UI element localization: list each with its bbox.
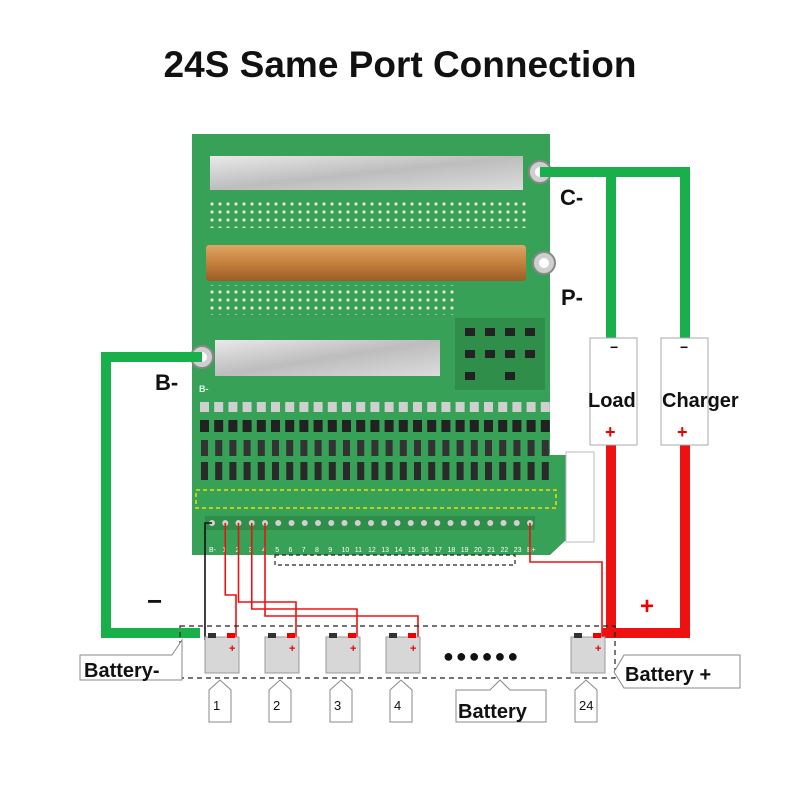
pin-label: 10 xyxy=(342,547,350,554)
cell-plus: + xyxy=(410,643,416,655)
pin-label: 6 xyxy=(289,547,293,554)
pin-label: 19 xyxy=(461,547,469,554)
pin-label: 8 xyxy=(315,547,319,554)
battery-group-callout: Battery xyxy=(455,679,547,723)
pin-label: 13 xyxy=(381,547,389,554)
charger-device: − Charger + xyxy=(660,337,739,446)
balance-component-rows xyxy=(200,402,550,480)
pin-label: 4 xyxy=(262,547,266,554)
battery-cell: +2 xyxy=(264,633,300,723)
load-plus: + xyxy=(605,422,616,442)
pin-label: 21 xyxy=(487,547,495,554)
load-minus: − xyxy=(610,339,618,355)
pin-label: B+ xyxy=(527,547,536,554)
wire-plus-sign: + xyxy=(640,593,654,620)
c-minus-label: C- xyxy=(560,185,583,210)
pin-label: 1 xyxy=(222,547,226,554)
battery-group-label: Battery xyxy=(458,701,528,723)
pin-label: B- xyxy=(209,547,217,554)
pin-label: 16 xyxy=(421,547,429,554)
b-minus-wire xyxy=(101,352,202,638)
battery-plus-callout: Battery + xyxy=(613,654,741,689)
copper-shunt xyxy=(206,245,526,281)
charger-minus: − xyxy=(680,339,688,355)
battery-cell: +24 xyxy=(570,633,606,723)
pin-label: 14 xyxy=(395,547,403,554)
battery-plus-label: Battery + xyxy=(625,664,711,686)
battery-cell: +3 xyxy=(325,633,361,723)
page-title: 24S Same Port Connection xyxy=(163,44,637,85)
c-minus-wire xyxy=(540,167,690,338)
cell-plus: + xyxy=(350,643,356,655)
top-foil-strip xyxy=(210,156,523,190)
load-label: Load xyxy=(588,390,636,412)
cell-plus: + xyxy=(595,643,601,655)
battery-minus-label: Battery- xyxy=(84,660,160,682)
cell-plus: + xyxy=(289,643,295,655)
battery-cell: +1 xyxy=(204,633,240,723)
pin-label: 7 xyxy=(302,547,306,554)
b-minus-label: B- xyxy=(155,370,178,395)
cell-number: 24 xyxy=(579,698,593,713)
pin-label: 23 xyxy=(514,547,522,554)
pin-label: 11 xyxy=(355,547,362,554)
hole-row-1 xyxy=(206,200,526,228)
battery-cells: +1+2+3+4+24 xyxy=(204,633,606,723)
pin-label: 20 xyxy=(474,547,482,554)
battery-minus-callout: Battery- xyxy=(79,638,183,682)
negative-wires xyxy=(101,167,690,638)
pin-label: 12 xyxy=(368,547,376,554)
charger-plus: + xyxy=(677,422,688,442)
cell-number: 4 xyxy=(394,698,401,713)
pin-label: 18 xyxy=(448,547,456,554)
pin-label: 22 xyxy=(501,547,509,554)
wire-minus-sign: − xyxy=(147,586,162,616)
pin-label: 15 xyxy=(408,547,416,554)
pin-label: 3 xyxy=(249,547,253,554)
load-device: − Load + xyxy=(588,337,638,446)
pin-label: 9 xyxy=(328,547,332,554)
positive-wires xyxy=(602,445,690,638)
connector-dash-box xyxy=(274,554,516,566)
pin-label: 17 xyxy=(434,547,442,554)
cell-plus: + xyxy=(229,643,235,655)
pin-label: 5 xyxy=(275,547,279,554)
b-minus-silk: B- xyxy=(199,384,209,394)
mosfet-chips xyxy=(465,328,535,380)
balance-wires xyxy=(204,522,603,640)
cell-number: 3 xyxy=(334,698,341,713)
pin-label: 2 xyxy=(236,547,240,554)
load-plus-wire xyxy=(602,445,616,638)
mid-foil-strip xyxy=(215,340,440,376)
cell-ellipsis: ●●●●●● xyxy=(443,646,520,666)
cell-number: 1 xyxy=(213,698,220,713)
battery-cell: +4 xyxy=(385,633,421,723)
p-minus-label: P- xyxy=(561,285,583,310)
hole-row-2 xyxy=(206,285,456,315)
charger-label: Charger xyxy=(662,390,739,412)
cell-number: 2 xyxy=(273,698,280,713)
charger-plus-wire xyxy=(611,445,690,638)
